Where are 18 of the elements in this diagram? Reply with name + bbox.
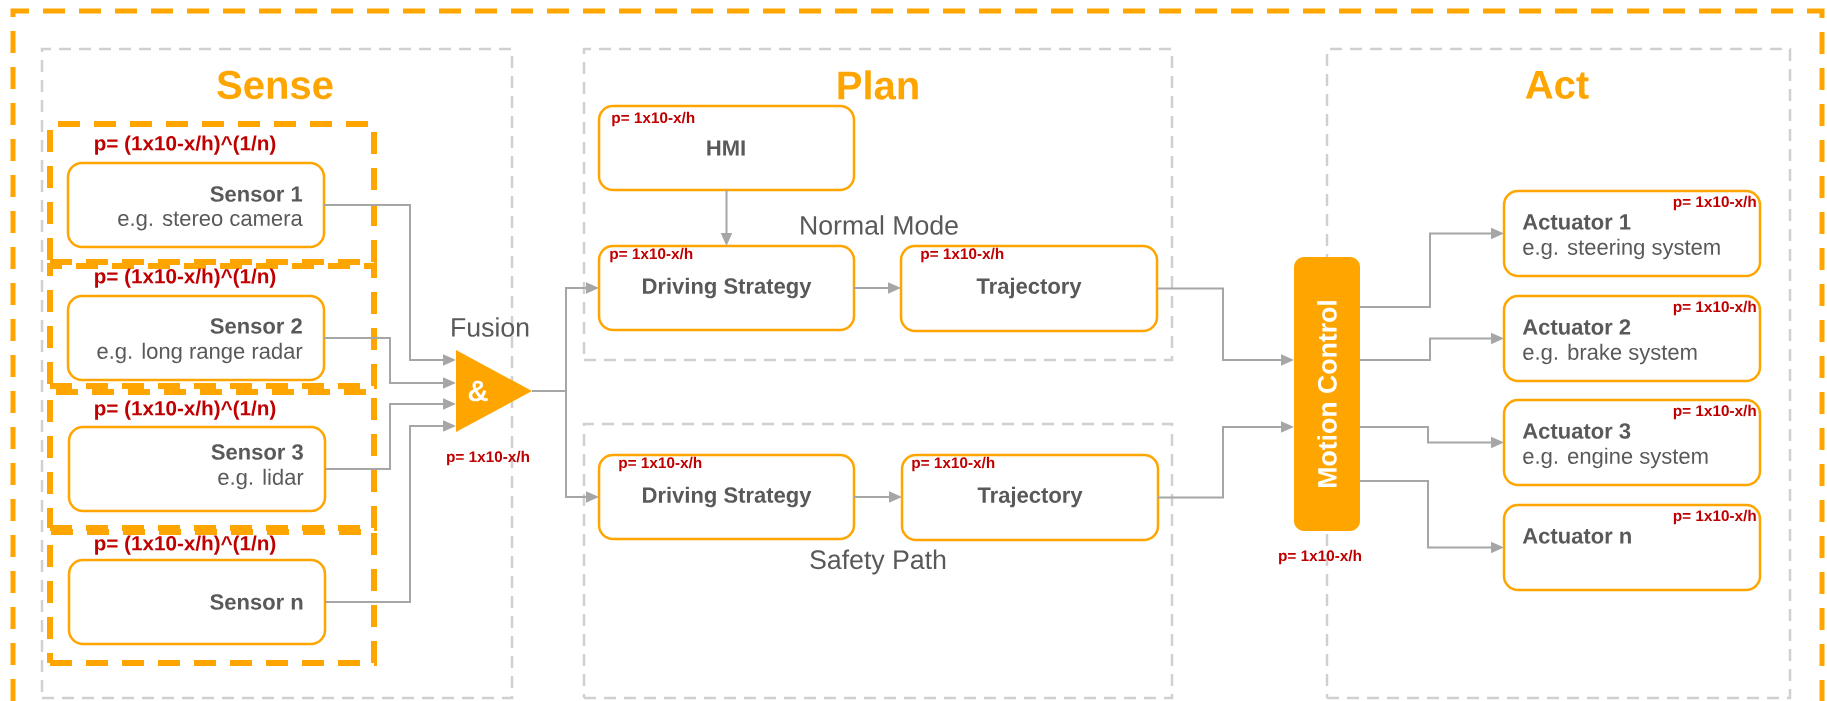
process-box: p= 1x10-x/h HMI — [597, 104, 856, 192]
process-box: p= 1x10-x/h Trajectory — [900, 453, 1160, 542]
process-box: p= 1x10-x/h Driving Strategy — [597, 244, 856, 332]
probability-label: p= 1x10-x/h — [447, 450, 529, 466]
actuator-box: p= 1x10-x/h Actuator 3 e.g. engine system — [1502, 398, 1762, 487]
probability-label: p= 1x10-x/h — [1279, 549, 1361, 565]
actuator-box: p= 1x10-x/h Actuator n — [1502, 503, 1762, 592]
sensor-box: Sensor n — [67, 558, 327, 646]
actuator-box: p= 1x10-x/h Actuator 2 e.g. brake system — [1502, 294, 1762, 383]
sensor-box: Sensor 3 e.g. lidar — [67, 425, 327, 513]
sensor-box: Sensor 1 e.g. stereo camera — [66, 161, 326, 249]
and-gate-triangle: & — [456, 350, 532, 432]
gate-label: Fusion — [452, 317, 529, 337]
motion-control-bar: Motion Control — [1294, 257, 1360, 531]
process-box: p= 1x10-x/h Driving Strategy — [597, 453, 856, 541]
process-box: p= 1x10-x/h Trajectory — [899, 244, 1159, 333]
actuator-box: p= 1x10-x/h Actuator 1 e.g. steering system — [1502, 189, 1762, 278]
sensor-box: Sensor 2 e.g. long range radar — [66, 294, 326, 382]
